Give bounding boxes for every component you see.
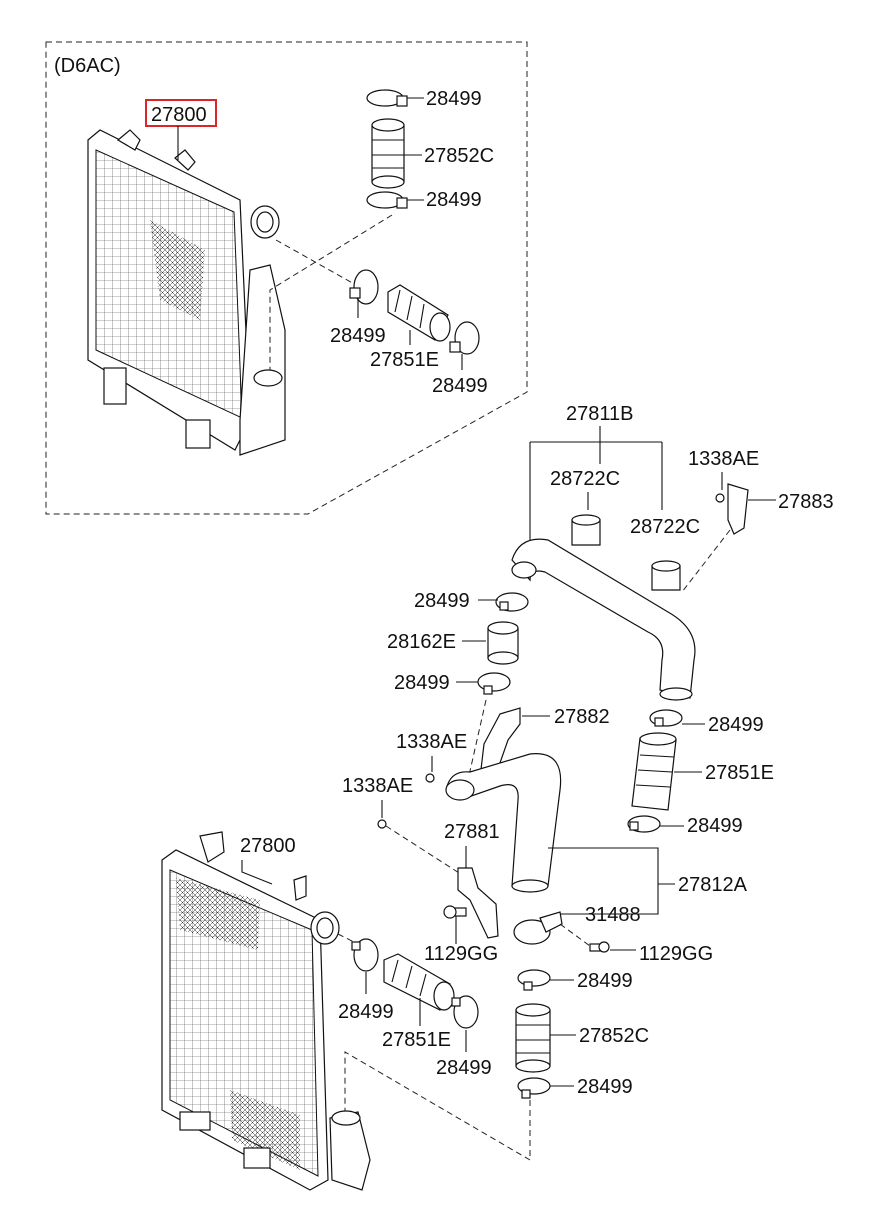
label-clamp-e2: 28499 (577, 1076, 633, 1098)
clamp-c2 (477, 672, 511, 695)
clamp-d1 (649, 709, 683, 727)
clamp-f2 (451, 995, 479, 1029)
d6ac-section: (D6AC) 27800 28499 (45, 41, 528, 515)
label-pipe-upper: 27811B (566, 403, 633, 425)
hose-c (487, 621, 519, 665)
hose-e (515, 1003, 551, 1073)
label-hose-c: 28162E (387, 631, 456, 653)
clamp-e1 (517, 969, 551, 991)
label-clamp-a2: 28499 (426, 189, 482, 211)
label-hose-e: 27852C (579, 1025, 649, 1047)
label-clamp-b1: 28499 (330, 325, 386, 347)
label-clamp-b2: 28499 (432, 375, 488, 397)
label-hose-d: 27851E (705, 762, 774, 784)
label-bracket-1: 27883 (778, 491, 834, 513)
hose-f (383, 953, 455, 1011)
variant-label: (D6AC) (54, 55, 121, 77)
pipe-lower (445, 753, 562, 893)
bolt-2 (589, 941, 610, 953)
label-clamp-e1: 28499 (577, 970, 633, 992)
grommet-2 (651, 560, 681, 591)
intercooler-bottom (161, 831, 371, 1191)
upper-pipe-section: 27811B 28722C 28722C 1338AE 27883 (387, 403, 834, 837)
grommet-1 (571, 514, 601, 546)
bracket-3 (457, 867, 499, 939)
label-nut-1: 1338AE (688, 448, 759, 470)
label-hose-f: 27851E (382, 1029, 451, 1051)
label-hose-a: 27852C (424, 145, 494, 167)
hose-a (371, 118, 405, 189)
nut-1 (715, 493, 725, 503)
clamp-b1 (349, 269, 379, 305)
clamp-a1 (366, 89, 408, 107)
label-nut-3: 1338AE (342, 775, 413, 797)
clamp-bracket (513, 911, 563, 945)
clamp-c1 (495, 592, 529, 612)
label-clamp-d1: 28499 (708, 714, 764, 736)
clamp-f1 (351, 938, 379, 972)
label-bolt-2: 1129GG (639, 943, 713, 965)
pipe-upper (511, 538, 696, 701)
nut-3 (377, 819, 387, 829)
label-grommet-1: 28722C (550, 468, 620, 490)
label-pipe-lower: 27812A (678, 874, 748, 896)
label-bracket-3: 27881 (444, 821, 500, 843)
label-grommet-2: 28722C (630, 516, 700, 538)
label-intercooler-top: 27800 (151, 104, 207, 126)
highlight-box (145, 99, 217, 127)
nut-2 (425, 773, 435, 783)
clamp-e2 (517, 1077, 551, 1099)
label-clamp-c1: 28499 (414, 590, 470, 612)
label-clamp-d2: 28499 (687, 815, 743, 837)
label-clamp-c2: 28499 (394, 672, 450, 694)
hose-d (631, 732, 677, 811)
clamp-d2 (627, 815, 661, 833)
label-bracket-2: 27882 (554, 706, 610, 728)
label-nut-2: 1338AE (396, 731, 467, 753)
label-clamp-f2: 28499 (436, 1057, 492, 1079)
bolt-1 (443, 905, 467, 919)
label-intercooler-bottom: 27800 (240, 835, 296, 857)
label-bolt-1: 1129GG (424, 943, 498, 965)
label-clamp-bracket: 31488 (585, 904, 641, 926)
label-hose-b: 27851E (370, 349, 439, 371)
bracket-2 (479, 707, 521, 781)
clamp-b2 (449, 321, 480, 355)
clamp-a2 (366, 191, 408, 209)
hose-b (387, 284, 451, 342)
bracket-1 (727, 483, 749, 535)
label-clamp-f1: 28499 (338, 1001, 394, 1023)
intercooler-top (87, 129, 286, 456)
label-clamp-a1: 28499 (426, 88, 482, 110)
lower-pipe-section: 27882 1338AE 1338AE 27812A 27881 1129GG (342, 706, 748, 1161)
d6ac-boundary (45, 41, 528, 515)
